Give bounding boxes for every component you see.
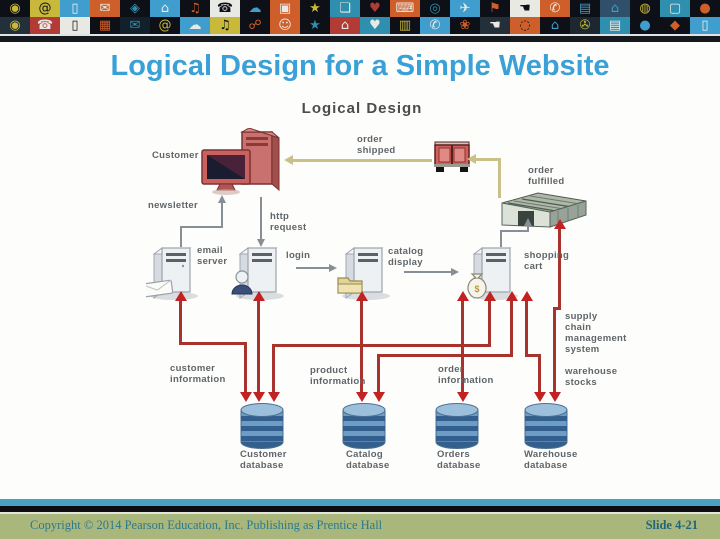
heart-icon: ♥ bbox=[360, 17, 390, 34]
camera-icon: ◈ bbox=[130, 1, 140, 16]
footer-stripe-blue bbox=[0, 499, 720, 506]
flower-icon: ❀ bbox=[459, 18, 471, 33]
home-icon: ⌂ bbox=[150, 0, 180, 17]
delivery-truck-icon bbox=[432, 140, 472, 179]
smartphone-icon: ▯ bbox=[690, 17, 720, 34]
home-icon: ⌂ bbox=[330, 17, 360, 34]
orders-database-icon bbox=[435, 402, 479, 455]
label-catalog-display: catalog display bbox=[388, 246, 424, 268]
svg-text:$: $ bbox=[474, 284, 479, 294]
star-icon: ★ bbox=[309, 18, 321, 33]
cloud-icon: ☁ bbox=[248, 1, 262, 16]
warehouse-database-icon bbox=[524, 402, 568, 455]
label-customer: Customer bbox=[152, 150, 199, 161]
label-warehouse-database: Warehouse database bbox=[524, 449, 578, 471]
label-shopping-cart: shopping cart bbox=[524, 250, 570, 272]
warehouse-building-icon bbox=[500, 183, 588, 234]
mail-icon: ✉ bbox=[120, 17, 150, 34]
label-orders-database: Orders database bbox=[437, 449, 481, 471]
chat-icon: ❏ bbox=[330, 0, 360, 17]
label-login: login bbox=[286, 250, 311, 261]
flag-icon: ⚑ bbox=[489, 1, 501, 16]
footer-bar: Copyright © 2014 Pearson Education, Inc.… bbox=[0, 514, 720, 539]
star-icon: ★ bbox=[309, 1, 321, 16]
grid-icon: ▤ bbox=[578, 1, 592, 16]
diagram-heading: Logical Design bbox=[301, 100, 423, 117]
music-icon: ♫ bbox=[189, 1, 201, 16]
page-title: Logical Design for a Simple Website bbox=[110, 50, 610, 82]
disc-icon: ◍ bbox=[639, 1, 651, 16]
copyright-text: Copyright © 2014 Pearson Education, Inc.… bbox=[30, 518, 383, 532]
catalog-server-icon bbox=[336, 244, 396, 307]
like-icon: ☚ bbox=[480, 17, 510, 34]
smartphone-icon: ▯ bbox=[60, 17, 90, 34]
label-supply-chain: supply chain management system bbox=[565, 311, 627, 355]
at-icon: @ bbox=[30, 0, 60, 17]
customer-database-icon bbox=[240, 402, 284, 455]
globe-icon: ◉ bbox=[9, 1, 21, 16]
call-icon: ✆ bbox=[420, 17, 450, 34]
house-icon: ⌂ bbox=[600, 0, 630, 17]
grid-icon: ▤ bbox=[600, 17, 630, 34]
banner-divider-light bbox=[0, 34, 720, 36]
slide-number: Slide 4-21 bbox=[645, 518, 698, 532]
target-icon: ◎ bbox=[429, 1, 441, 16]
label-newsletter: newsletter bbox=[148, 200, 198, 211]
phone-icon: ☎ bbox=[210, 0, 240, 17]
footer-stripe-black bbox=[0, 506, 720, 512]
cloud-icon: ☁ bbox=[180, 17, 210, 34]
label-order-fulfilled: order fulfilled bbox=[528, 165, 565, 187]
label-order-shipped: order shipped bbox=[357, 134, 396, 156]
footer-stripe-light bbox=[0, 512, 720, 514]
smiley-icon: ☺ bbox=[270, 17, 300, 34]
house-icon: ⌂ bbox=[550, 18, 560, 33]
banner-icons: ◉@▯✉◈⌂♫☎☁▣★❏♥⌨◎✈⚑☚✆▤⌂◍▢●◉☎▯▦✉@☁♫☍☺★⌂♥▥✆❀… bbox=[0, 0, 720, 34]
tape-icon: ✇ bbox=[570, 17, 600, 34]
wifi-icon: ✆ bbox=[540, 0, 570, 17]
music-icon: ♫ bbox=[210, 17, 240, 34]
label-http-request: http request bbox=[270, 211, 307, 233]
mail-icon: ✉ bbox=[90, 0, 120, 17]
customer-computer-icon bbox=[196, 127, 284, 201]
label-customer-database: Customer database bbox=[240, 449, 287, 471]
panel-icon: ▥ bbox=[398, 18, 412, 33]
dot-icon: ● bbox=[699, 1, 711, 16]
catalog-database-icon bbox=[342, 402, 386, 455]
label-product-information: product information bbox=[310, 365, 366, 387]
like-icon: ☚ bbox=[510, 0, 540, 17]
label-catalog-database: Catalog database bbox=[346, 449, 390, 471]
smartphone-icon: ▯ bbox=[60, 0, 90, 17]
globe-icon: ◉ bbox=[0, 17, 30, 34]
at-icon: @ bbox=[158, 18, 172, 33]
cart-icon: ▦ bbox=[98, 18, 112, 33]
keyboard-icon: ⌨ bbox=[390, 0, 420, 17]
label-customer-information: customer information bbox=[170, 363, 226, 385]
dot-icon: ● bbox=[639, 18, 651, 33]
folder-icon: ▣ bbox=[270, 0, 300, 17]
label-order-information: order information bbox=[438, 364, 494, 386]
heart-icon: ♥ bbox=[369, 1, 381, 16]
tab-icon: ▢ bbox=[660, 0, 690, 17]
plane-icon: ✈ bbox=[450, 0, 480, 17]
email-server-icon bbox=[140, 244, 206, 307]
pin-icon: ☍ bbox=[248, 18, 262, 33]
phone-icon: ☎ bbox=[30, 17, 60, 34]
banner-divider-dark bbox=[0, 36, 720, 42]
diamond-icon: ◆ bbox=[670, 18, 680, 33]
label-email-server: email server bbox=[197, 245, 228, 267]
label-warehouse-stocks: warehouse stocks bbox=[565, 366, 618, 388]
wifi-icon: ◌ bbox=[510, 17, 540, 34]
